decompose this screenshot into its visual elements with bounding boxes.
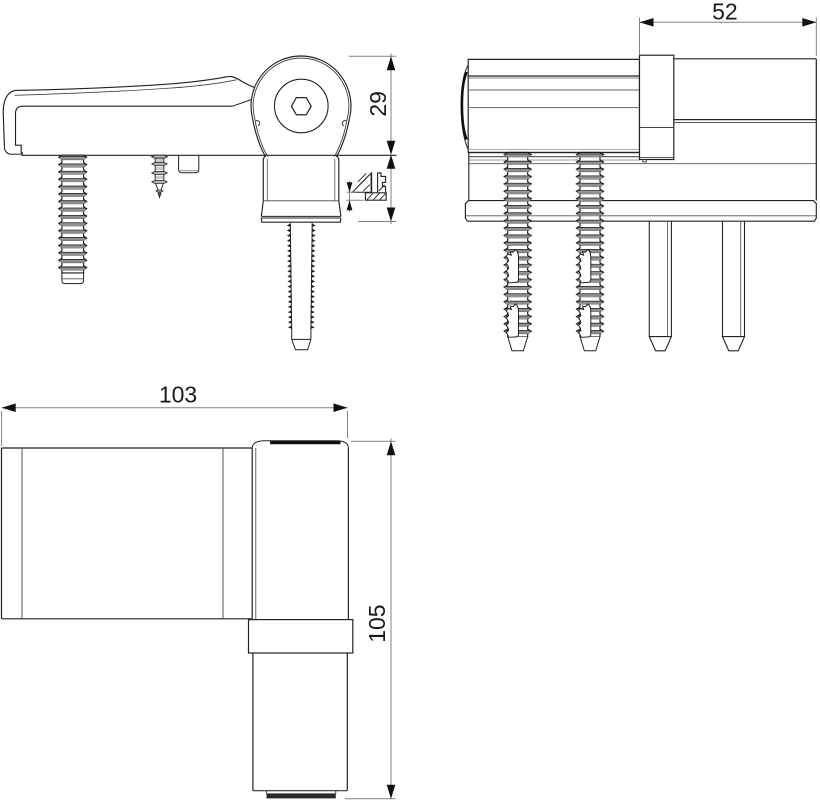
svg-text:52: 52 xyxy=(712,0,738,25)
svg-text:29: 29 xyxy=(365,91,391,117)
svg-text:103: 103 xyxy=(159,382,197,408)
svg-text:105: 105 xyxy=(364,604,390,642)
